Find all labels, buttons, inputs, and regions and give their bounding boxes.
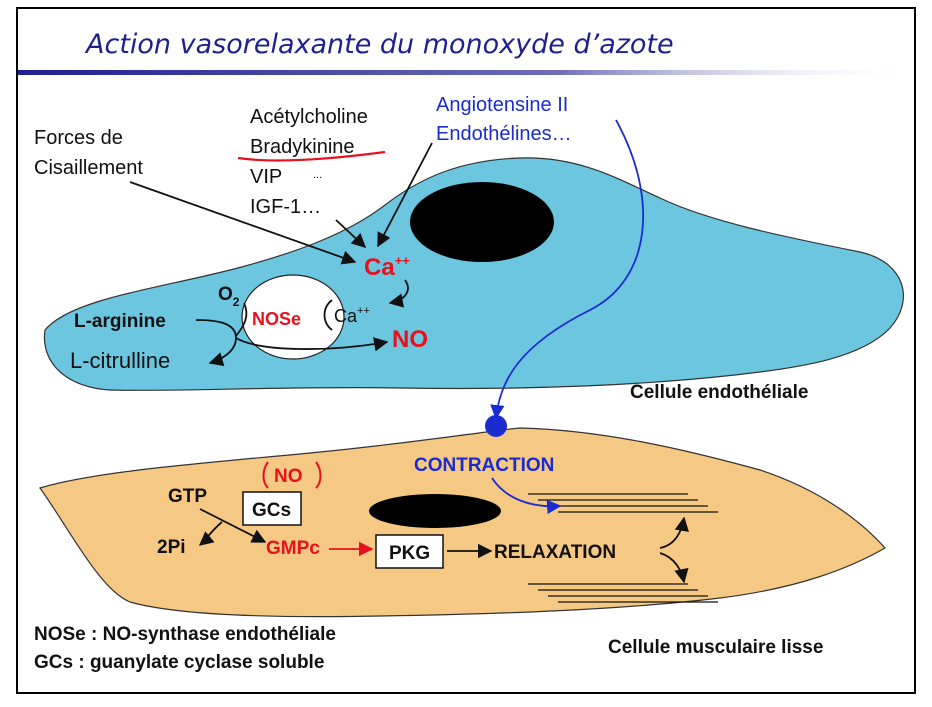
antagonist-angiotensine: Angiotensine II <box>436 94 568 116</box>
arrow-to-no <box>235 337 389 352</box>
nose-label: NOSe <box>252 309 301 329</box>
endothelial-nucleus <box>410 182 554 262</box>
pkg-box <box>375 534 444 569</box>
arrow-receptor-to-ca <box>377 142 433 248</box>
legend-gcs: GCs : guanylate cyclase soluble <box>34 652 324 673</box>
contractile-filaments <box>528 493 718 603</box>
arrow-angiotensine-to-receptor <box>490 119 644 420</box>
slide-title: Action vasorelaxante du monoxyde d’azote <box>84 29 674 60</box>
endothelial-cell-label: Cellule endothéliale <box>630 382 808 403</box>
pkg-label: PKG <box>389 543 430 564</box>
arrow-gtp-to-gmpc <box>199 508 267 543</box>
o2-label: O2 <box>218 284 240 309</box>
arrow-ca-to-nose <box>388 279 409 308</box>
arrow-to-2pi <box>198 521 223 546</box>
arrow-agonists-to-ca <box>335 219 367 248</box>
agonist-ellipsis: ... <box>313 169 322 181</box>
agonist-vip: VIP <box>250 166 282 188</box>
title-underline <box>18 70 915 75</box>
relaxation-label: RELAXATION <box>494 542 616 563</box>
gcs-box <box>242 491 302 526</box>
no-muscle-label: NO <box>274 466 303 487</box>
nose-circle <box>241 274 345 360</box>
agonist-acetylcholine: Acétylcholine <box>250 106 368 128</box>
no-product-label: NO <box>392 326 428 353</box>
muscle-cell-label: Cellule musculaire lisse <box>608 637 823 658</box>
arrow-contraction <box>491 477 562 515</box>
gmpc-label: GMPc <box>266 538 320 559</box>
bradykinine-underline <box>237 150 386 162</box>
muscle-nucleus <box>369 494 501 528</box>
two-pi-label: 2Pi <box>157 537 186 558</box>
no-bracket-right <box>315 461 322 489</box>
gtp-label: GTP <box>168 486 207 507</box>
arrow-relaxation-down <box>659 552 689 584</box>
legend-nose: NOSe : NO-synthase endothéliale <box>34 624 336 645</box>
l-arginine-label: L-arginine <box>74 311 166 332</box>
no-bracket-left <box>262 461 269 489</box>
arrow-forces-to-ca <box>129 181 357 265</box>
agonist-igf1: IGF-1… <box>250 196 321 218</box>
receptor-dot <box>485 415 507 437</box>
arrow-relaxation-up <box>659 516 689 549</box>
agonist-bradykinine: Bradykinine <box>250 136 355 158</box>
ca-small-label: Ca++ <box>334 305 370 326</box>
ca-main-label: Ca++ <box>364 253 410 281</box>
gcs-label: GCs <box>252 500 291 521</box>
contraction-label: CONTRACTION <box>414 455 554 476</box>
forces-line1: Forces de <box>34 127 123 149</box>
forces-line2: Cisaillement <box>34 157 143 179</box>
l-citrulline-label: L-citrulline <box>70 348 170 373</box>
ca-bracket <box>323 299 333 331</box>
antagonist-endothelines: Endothélines… <box>436 123 572 145</box>
o2-input-curve <box>235 302 248 337</box>
